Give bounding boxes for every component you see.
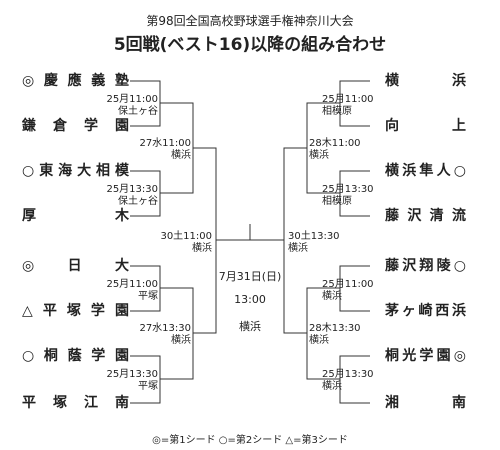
left-team: ○東海大相模	[22, 163, 131, 179]
left-team: 鎌倉学園	[22, 118, 130, 134]
left-team: ○桐蔭学園	[22, 348, 131, 364]
left-team: ◎慶應義塾	[22, 73, 131, 89]
right-team: 湘南	[385, 395, 467, 411]
left-team: 厚木	[22, 208, 130, 224]
seed-legend: ◎=第1シード ○=第2シード △=第3シード	[152, 435, 348, 446]
right-team: 桐光学園◎	[385, 348, 467, 364]
final-date: 7月31日(日)	[218, 270, 282, 283]
left-team: 平塚江南	[22, 395, 130, 411]
tournament-title: 第98回全国高校野球選手権神奈川大会	[146, 14, 354, 28]
bracket-title: 5回戦(ベスト16)以降の組み合わせ	[113, 35, 387, 55]
right-team: 藤沢清流	[385, 208, 467, 224]
left-team: △平塚学園	[22, 303, 130, 319]
right-team: 横浜	[385, 73, 467, 89]
final-venue: 横浜	[239, 320, 261, 333]
right-team: 藤沢翔陵○	[385, 258, 467, 274]
right-team: 向上	[385, 118, 467, 134]
final-time: 13:00	[234, 293, 266, 306]
right-team: 横浜隼人○	[385, 163, 467, 179]
right-team: 茅ヶ崎西浜	[385, 303, 467, 319]
left-team: ◎日大	[22, 258, 130, 274]
